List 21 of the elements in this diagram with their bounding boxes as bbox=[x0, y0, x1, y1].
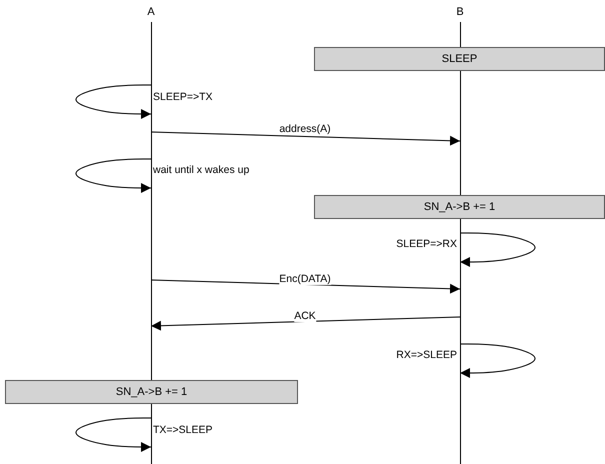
self-message-arrow bbox=[76, 84, 152, 119]
message-arrow bbox=[150, 316, 460, 331]
edge-label: Enc(DATA) bbox=[279, 273, 331, 285]
self-message-arrow bbox=[460, 232, 536, 267]
edge-label: RX=>SLEEP bbox=[396, 349, 457, 361]
self-message-arrow bbox=[460, 344, 536, 378]
edge-label: ACK bbox=[294, 310, 316, 322]
state-bar: SN_A->B += 1 bbox=[5, 380, 298, 404]
lifeline-label: B bbox=[454, 5, 466, 19]
state-bar: SN_A->B += 1 bbox=[314, 195, 605, 219]
edge-label: wait until x wakes up bbox=[153, 164, 250, 176]
message-arrow bbox=[150, 280, 460, 294]
edge-label: TX=>SLEEP bbox=[153, 424, 213, 436]
edge-label: SLEEP=>RX bbox=[396, 238, 457, 250]
edge-label: SLEEP=>TX bbox=[153, 91, 213, 103]
message-arrow bbox=[150, 132, 460, 146]
self-message-arrow bbox=[76, 418, 152, 452]
state-bar: SLEEP bbox=[314, 47, 605, 71]
lifeline-label: A bbox=[145, 5, 157, 19]
edge-label: address(A) bbox=[279, 123, 331, 135]
self-message-arrow bbox=[76, 158, 152, 193]
